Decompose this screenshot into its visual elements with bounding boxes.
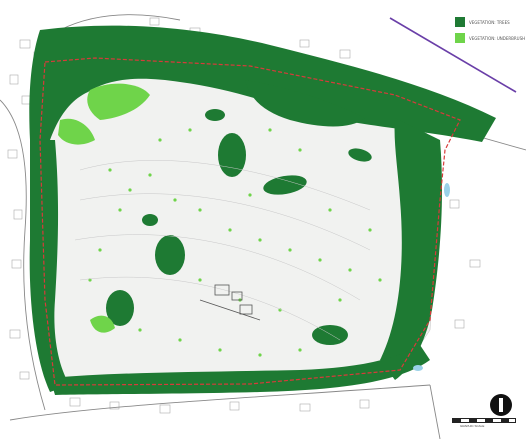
- legend-item-trees: VEGETATION: TREES: [455, 17, 525, 27]
- graphic-scale-bar: [452, 418, 516, 423]
- legend-label-trees: VEGETATION: TREES: [469, 19, 510, 25]
- pond: [444, 183, 450, 197]
- map-legend: VEGETATION: TREES VEGETATION: UNDERBRUSH: [455, 17, 525, 49]
- highway-line: [389, 17, 517, 93]
- graphic-scale-label: GRAPHIC SCALE: [460, 424, 485, 428]
- property-boundary: [39, 57, 461, 386]
- legend-swatch-underbrush: [455, 33, 465, 43]
- legend-item-underbrush: VEGETATION: UNDERBRUSH: [455, 33, 525, 43]
- forest-areas: [29, 25, 496, 395]
- north-arrow-icon: [490, 394, 512, 416]
- legend-swatch-trees: [455, 17, 465, 27]
- pond-south: [413, 365, 423, 371]
- underbrush-areas: [58, 83, 150, 333]
- contour-lines: [74, 160, 371, 341]
- legend-label-underbrush: VEGETATION: UNDERBRUSH: [469, 35, 526, 41]
- clubhouse-buildings: [199, 284, 261, 321]
